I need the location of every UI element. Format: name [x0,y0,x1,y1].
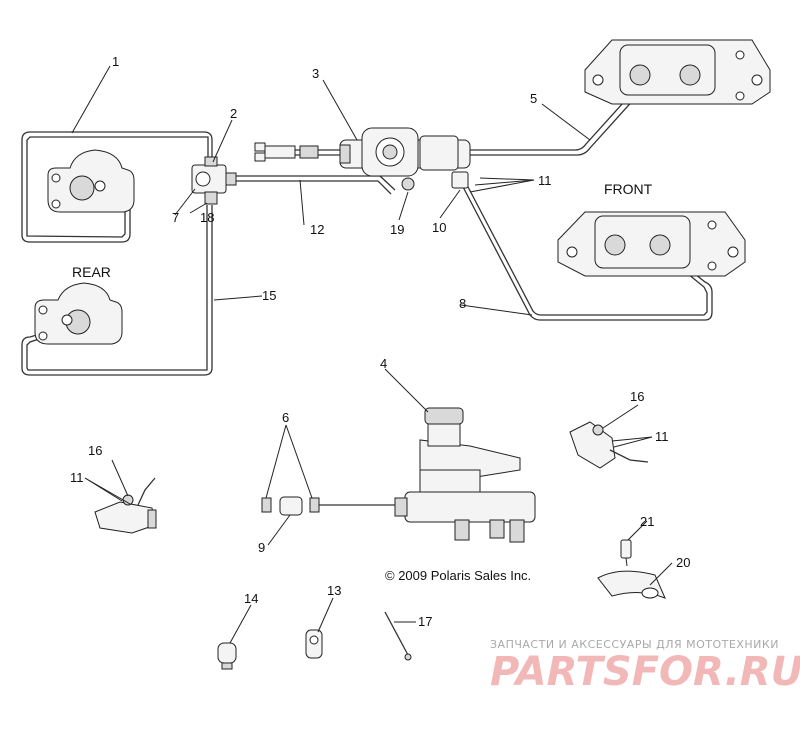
callout-11-a: 11 [538,173,552,188]
leader-lines [71,65,673,644]
front-caliper-upper [584,39,771,105]
label-rear: REAR [72,264,111,280]
screw-21 [620,539,632,567]
master-cylinder-assembly [339,127,471,191]
brake-line-8 [461,184,713,321]
master-cylinder-4 [394,407,536,543]
callout-13: 13 [327,583,341,598]
copyright-text: © 2009 Polaris Sales Inc. [385,568,531,583]
callout-15: 15 [262,288,276,303]
clamp-20 [597,570,666,599]
brake-line-15 [21,205,213,376]
bracket-16-left [94,477,157,534]
callout-8: 8 [459,296,466,311]
callout-1: 1 [112,54,119,69]
rear-caliper-lower [34,282,123,345]
callout-4: 4 [380,356,387,371]
watermark-brand: PARTSFOR.RU [490,649,800,695]
callout-14: 14 [244,591,258,606]
clip-14 [217,642,237,670]
front-caliper-lower [557,211,746,277]
rear-caliper-upper [47,149,135,213]
callout-12: 12 [310,222,324,237]
pushrod-4 [261,496,395,516]
callout-19: 19 [390,222,404,237]
clip-13 [305,629,323,659]
callout-17: 17 [418,614,432,629]
callout-20: 20 [676,555,690,570]
pushrod-clevis [254,142,319,162]
callout-11-b: 11 [70,470,84,485]
callout-16-b: 16 [630,389,644,404]
callout-3: 3 [312,66,319,81]
callout-7: 7 [172,210,179,225]
callout-numbers: 1 2 3 4 5 6 7 8 9 10 11 12 13 14 15 16 1… [70,54,690,629]
junction-block [191,156,237,205]
bracket-16-right [569,421,649,469]
watermark-tagline: ЗАПЧАСТИ И АКСЕССУАРЫ ДЛЯ МОТОТЕХНИКИ [490,638,779,651]
callout-2: 2 [230,106,237,121]
callout-21: 21 [640,514,654,529]
brake-line-12 [225,175,396,195]
label-front: FRONT [604,181,653,197]
callout-11-c: 11 [655,429,669,444]
callout-9: 9 [258,540,265,555]
callout-16-a: 16 [88,443,102,458]
callout-18: 18 [200,210,214,225]
callout-5: 5 [530,91,537,106]
callout-10: 10 [432,220,446,235]
brake-line-5 [470,61,665,156]
tie-17 [384,611,412,661]
callout-6: 6 [282,410,289,425]
